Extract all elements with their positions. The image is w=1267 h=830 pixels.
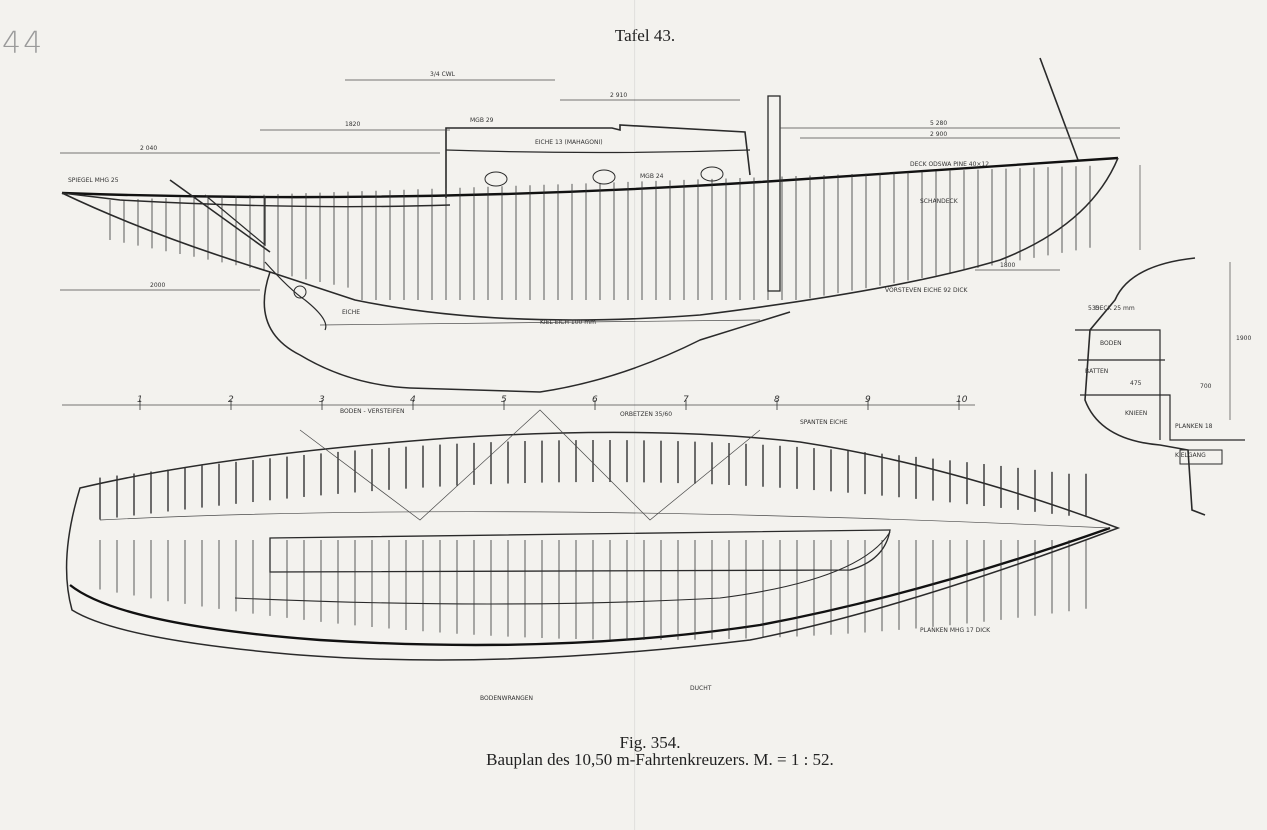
label-spanten: SPANTEN EICHE	[800, 419, 848, 426]
plan-frames	[99, 440, 1087, 640]
station-number: 3	[319, 395, 325, 405]
dim-cwl: 3/4 CWL	[430, 71, 456, 78]
plan-hull-outline	[65, 431, 1121, 661]
station-number: 9	[865, 395, 871, 405]
station-baseline: 1 2 3 4 5 6 7 8 9 10	[62, 395, 975, 410]
section-label-knieen: KNIEEN	[1125, 410, 1147, 417]
section-dim-700: 700	[1200, 383, 1212, 390]
station-labels: 1 2 3 4 5 6 7 8 9 10	[137, 395, 968, 410]
dim-1800: 1800	[1000, 262, 1015, 269]
section-label-kielgang: KIELGANG	[1175, 452, 1206, 459]
label-spiegel: SPIEGEL MHG 25	[68, 177, 119, 184]
plan-sheer-thick	[69, 526, 1111, 647]
cockpit-well	[204, 194, 266, 247]
label-mgb24: MGB 24	[640, 173, 664, 180]
dim-5280: 5 280	[930, 120, 947, 127]
porthole-3	[700, 166, 724, 182]
propeller	[293, 285, 307, 299]
plate-title: Tafel 43.	[614, 26, 676, 45]
label-deck-pine: DECK ODSWA PINE 40×12	[910, 161, 989, 168]
midship-section: DECK 25 mm BODEN BATTEN KNIEEN PLANKEN 1…	[1075, 257, 1251, 516]
porthole-2	[592, 169, 616, 185]
page-fold-line	[634, 0, 636, 830]
section-label-deck: DECK 25 mm	[1095, 305, 1135, 312]
keel-top	[319, 319, 761, 326]
tiller	[169, 179, 271, 253]
dim-1820: 1820	[345, 121, 360, 128]
mast-step	[767, 95, 781, 292]
profile-frames	[109, 165, 1091, 300]
station-number: 4	[410, 395, 416, 405]
plan-cockpit-curve	[234, 531, 891, 605]
hull-bottom	[61, 157, 1119, 321]
deck-line	[61, 192, 451, 208]
section-floor	[1080, 394, 1245, 441]
station-number: 8	[774, 395, 780, 405]
label-orbetzen: ORBETZEN 35/60	[620, 411, 672, 418]
label-mgb29: MGB 29	[470, 117, 494, 124]
margin-handwritten-number: 44	[2, 26, 45, 61]
label-eiche13: EICHE 13 (MAHAGONI)	[535, 139, 603, 146]
station-number: 7	[683, 395, 689, 405]
section-label-planken: PLANKEN 18	[1175, 423, 1213, 430]
plan-view: BODEN - VERSTEIFEN PLANKEN MHG 17 DICK S…	[65, 408, 1121, 702]
profile-view: 3/4 CWL 2 910 5 280 2 900 2 040 1820 180…	[60, 57, 1141, 393]
keel-fin	[263, 271, 791, 393]
plan-centerline	[99, 511, 1111, 529]
cabin-roof-line	[445, 149, 751, 154]
station-number: 5	[501, 395, 507, 405]
station-number: 2	[228, 395, 234, 405]
label-eiche: EICHE	[342, 309, 360, 316]
label-ducht: DUCHT	[690, 685, 712, 692]
plan-deckhouse	[269, 529, 891, 573]
label-schandeck: SCHANDECK	[920, 198, 959, 205]
sheer-line	[61, 156, 1119, 199]
section-hull-curve	[1084, 257, 1206, 516]
dim-2040: 2 040	[140, 145, 157, 152]
label-planken: PLANKEN MHG 17 DICK	[920, 627, 991, 634]
station-number: 10	[956, 395, 968, 405]
section-dim-475: 475	[1130, 380, 1142, 387]
label-kiel: KIEL EICH 100 mm	[540, 319, 596, 326]
figure-number: Fig. 354.	[619, 733, 681, 752]
section-dim-535: 535	[1088, 305, 1100, 312]
porthole-1	[484, 171, 508, 187]
section-dim-1900-text: 1900	[1236, 335, 1251, 342]
bow-fitting	[1039, 57, 1079, 161]
rudder	[264, 261, 327, 331]
station-number: 1	[137, 395, 143, 405]
label-vorsteven: VORSTEVEN EICHE 92 DICK	[885, 287, 969, 294]
plan-bracing	[299, 409, 761, 521]
cabin-trunk	[445, 124, 751, 198]
figure-caption: Bauplan des 10,50 m-Fahrtenkreuzers. M. …	[486, 750, 834, 769]
dim-2910: 2 910	[610, 92, 627, 99]
label-boden: BODEN - VERSTEIFEN	[340, 408, 404, 415]
section-label-batten: BATTEN	[1085, 368, 1108, 375]
dim-2900: 2 900	[930, 131, 947, 138]
section-deck-beam	[1075, 329, 1161, 440]
section-label-boden: BODEN	[1100, 340, 1122, 347]
section-keel-block	[1179, 449, 1223, 465]
label-bodenwrangen: BODENWRANGEN	[480, 695, 533, 702]
station-number: 6	[592, 395, 598, 405]
dim-2000: 2000	[150, 282, 165, 289]
